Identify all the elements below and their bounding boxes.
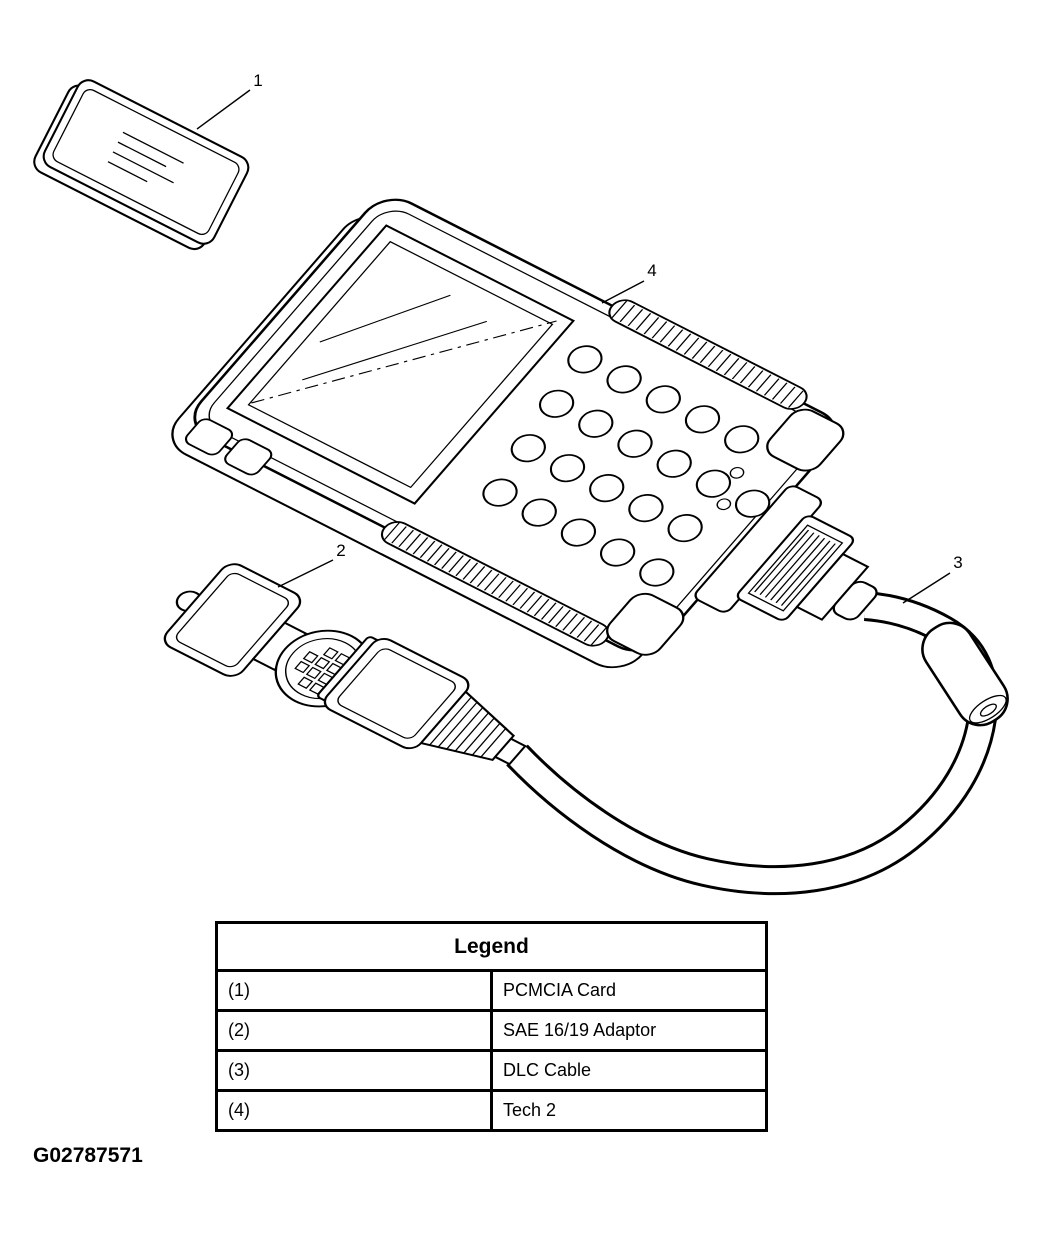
legend-label-3: DLC Cable xyxy=(490,1049,768,1092)
ferrite-end-hole xyxy=(979,703,997,717)
keypad-small-button xyxy=(716,498,732,511)
keypad-button xyxy=(599,538,636,567)
keypad-button xyxy=(656,449,692,478)
pin-cell xyxy=(294,660,311,674)
tech2-keypad xyxy=(482,345,771,587)
keypad-button xyxy=(639,558,675,587)
keypad-button xyxy=(578,409,614,438)
plug-tail xyxy=(493,737,527,766)
tech2-card-slot-tabs xyxy=(184,418,273,476)
callout-4-number: 4 xyxy=(647,261,656,280)
callout-3-number: 3 xyxy=(953,553,962,572)
pin-cell xyxy=(305,666,322,680)
screen-inner xyxy=(247,240,554,489)
keypad-button xyxy=(724,425,760,454)
legend-label-4: Tech 2 xyxy=(490,1089,768,1132)
legend-ref-4: (4) xyxy=(215,1089,493,1132)
keypad-button xyxy=(695,469,732,498)
tech2-corner-bumper xyxy=(606,592,685,656)
pin-cell xyxy=(297,676,314,689)
grip-strip xyxy=(380,521,610,647)
legend-title: Legend xyxy=(215,921,768,972)
legend-ref-3: (3) xyxy=(215,1049,493,1092)
legend-ref-2: (2) xyxy=(215,1009,493,1052)
ferrite-bead xyxy=(921,621,1009,727)
screen-reflection-line xyxy=(302,320,488,381)
legend-row: (3) DLC Cable xyxy=(215,1049,768,1092)
pcmcia-card-illustration xyxy=(33,79,250,251)
figure-code: G02787571 xyxy=(33,1144,143,1167)
cable-connector-adaptor-end xyxy=(317,636,527,766)
keypad-small-button xyxy=(729,466,745,479)
db-pin-hatch xyxy=(754,529,836,606)
tech2-grip-top xyxy=(608,299,808,410)
legend-label-1: PCMCIA Card xyxy=(490,969,768,1012)
sae-adaptor-illustration xyxy=(163,563,373,708)
tech2-grip-bottom xyxy=(380,521,610,647)
keypad-button xyxy=(510,434,546,463)
db-shell-inner xyxy=(747,524,844,612)
keypad-button xyxy=(617,429,653,458)
card-label-lines xyxy=(107,131,184,184)
callout-1-leader xyxy=(196,89,251,130)
keypad-button xyxy=(589,474,625,503)
pin-cell xyxy=(302,650,319,664)
callout-2-leader xyxy=(277,559,334,588)
callout-1-number: 1 xyxy=(253,71,262,90)
keypad-button xyxy=(628,494,664,523)
keypad-button xyxy=(482,478,518,507)
adaptor-head-inner xyxy=(175,572,290,668)
callout-3-leader xyxy=(902,572,951,604)
keypad-button xyxy=(538,389,575,418)
dlc-cable-illustration xyxy=(317,515,1009,896)
tech2-screen xyxy=(225,224,576,505)
card-inner-outline xyxy=(52,88,240,236)
grip-hatch xyxy=(384,522,607,646)
legend-ref-1: (1) xyxy=(215,969,493,1012)
keypad-button xyxy=(560,518,597,547)
card-slot-tab xyxy=(224,438,273,476)
legend-row: (1) PCMCIA Card xyxy=(215,969,768,1012)
grip-hatch xyxy=(611,300,804,408)
ferrite-body xyxy=(921,621,1009,727)
strain-relief-ribs xyxy=(428,696,507,759)
db-cable-boot xyxy=(832,580,878,621)
legend-row: (4) Tech 2 xyxy=(215,1089,768,1132)
tech2-corner-bumper xyxy=(766,408,845,472)
screen-bezel xyxy=(225,224,576,505)
keypad-button xyxy=(549,454,586,483)
keypad-button xyxy=(645,385,681,414)
plug-shell-inner xyxy=(337,648,456,739)
callout-4-leader xyxy=(601,280,645,304)
ferrite-end-face xyxy=(968,694,1007,724)
keypad-button xyxy=(684,405,721,434)
keypad-button xyxy=(567,345,603,374)
cable-connector-tech2-end xyxy=(736,515,878,621)
legend-row: (2) SAE 16/19 Adaptor xyxy=(215,1009,768,1052)
legend-header-row: Legend xyxy=(215,921,768,972)
pin-cell xyxy=(322,647,339,660)
legend-label-2: SAE 16/19 Adaptor xyxy=(490,1009,768,1052)
screen-centerline-dashed xyxy=(251,320,557,404)
callout-2-number: 2 xyxy=(336,541,345,560)
keypad-button xyxy=(521,498,557,527)
tech2-illustration xyxy=(171,198,845,669)
keypad-button xyxy=(606,365,642,394)
callouts: 1 2 3 4 xyxy=(196,71,963,604)
legend-table: Legend (1) PCMCIA Card (2) SAE 16/19 Ada… xyxy=(215,921,768,1132)
card-body xyxy=(42,79,250,245)
keypad-button xyxy=(667,514,703,543)
screen-reflection-line xyxy=(319,294,451,343)
card-slot-tab xyxy=(184,418,234,456)
pin-cell xyxy=(314,656,331,670)
